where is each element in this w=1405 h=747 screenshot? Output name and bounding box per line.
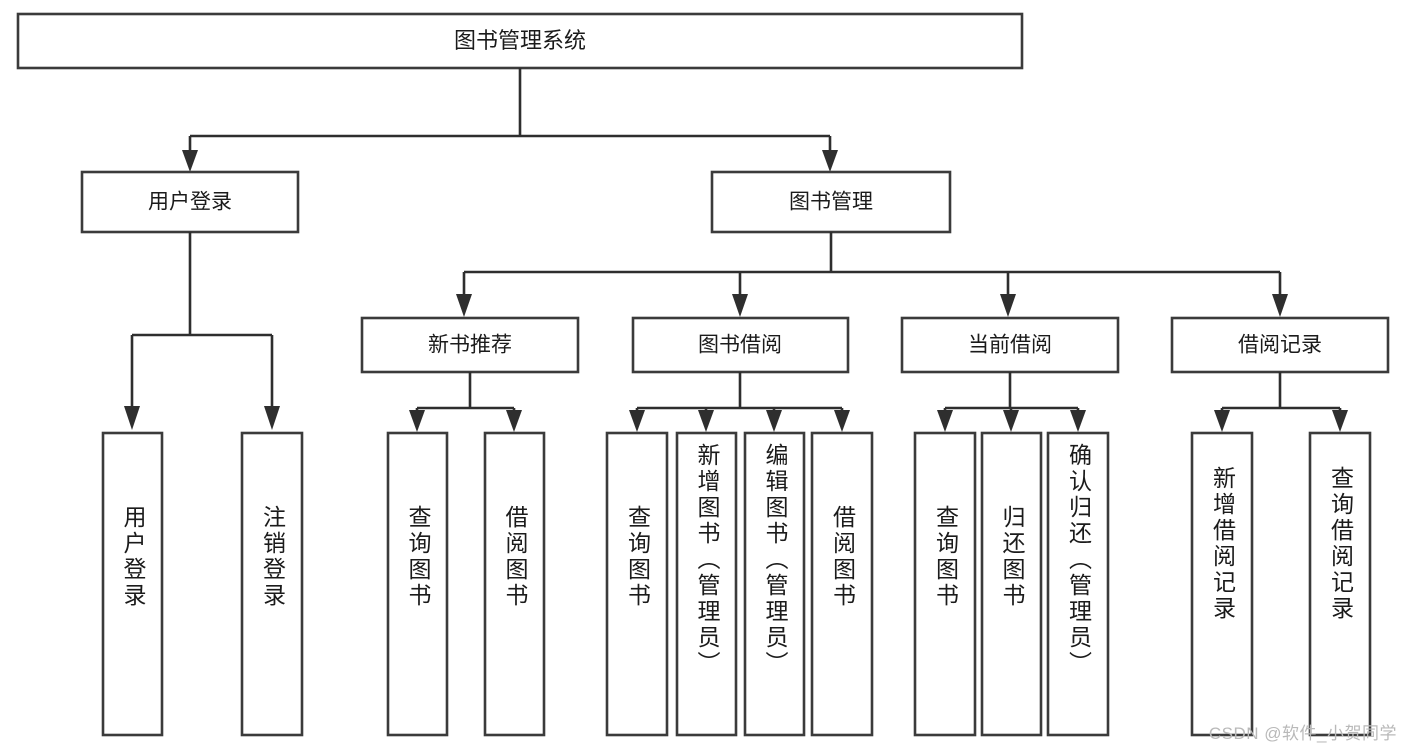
node-current-borrow[interactable]: 当前借阅 <box>900 316 1120 374</box>
connector-current-borrow-to-leaves <box>937 372 1086 432</box>
leaf-box-cb-query-book[interactable] <box>913 431 977 737</box>
leaf-box-cb-confirm-return[interactable] <box>1046 431 1110 737</box>
arrowhead-book-borrow <box>732 294 748 317</box>
node-book-manage[interactable]: 图书管理 <box>710 170 952 234</box>
connector-root-to-level2 <box>182 68 838 172</box>
connector-borrow-record-to-leaves <box>1214 372 1348 432</box>
node-current-borrow-box[interactable] <box>900 316 1120 374</box>
leaf-box-cb-return-book[interactable] <box>980 431 1043 737</box>
connector-book-borrow-to-leaves <box>629 372 850 432</box>
node-user-login[interactable]: 用户登录 <box>80 170 300 234</box>
node-new-book-recommend-label: 新书推荐 <box>428 334 512 357</box>
node-borrow-record-box[interactable] <box>1170 316 1390 374</box>
arrowhead-nb-leaf2 <box>506 410 522 432</box>
arrowhead-user-login <box>182 150 198 172</box>
leaf-box-bb-edit-book[interactable] <box>743 431 806 737</box>
leaf-box-bb-query-book[interactable] <box>605 431 669 737</box>
arrowhead-bb-leaf1 <box>629 410 645 432</box>
node-root-box[interactable] <box>16 12 1024 70</box>
connector-user-login-to-leaves <box>124 232 280 430</box>
arrowhead-cb-leaf1 <box>937 410 953 432</box>
node-new-book-recommend-box[interactable] <box>360 316 580 374</box>
arrowhead-leaf-user-login <box>124 406 140 430</box>
node-current-borrow-label: 当前借阅 <box>968 334 1052 357</box>
arrowhead-br-leaf1 <box>1214 410 1230 432</box>
arrowhead-bb-leaf2 <box>698 410 714 432</box>
leaf-box-br-query-record[interactable] <box>1308 431 1372 737</box>
node-root-label: 图书管理系统 <box>454 28 586 53</box>
arrowhead-leaf-logout <box>264 406 280 430</box>
leaf-box-bb-add-book[interactable] <box>675 431 738 737</box>
connector-book-manage-to-level3 <box>456 232 1288 317</box>
leaf-box-br-add-record[interactable] <box>1190 431 1254 737</box>
arrowhead-borrow-record <box>1272 294 1288 317</box>
node-book-manage-box[interactable] <box>710 170 952 234</box>
node-new-book-recommend[interactable]: 新书推荐 <box>360 316 580 374</box>
node-root[interactable]: 图书管理系统 <box>16 12 1024 70</box>
node-borrow-record-label: 借阅记录 <box>1238 334 1322 357</box>
leaf-box-user-login[interactable] <box>101 431 164 737</box>
node-borrow-record[interactable]: 借阅记录 <box>1170 316 1390 374</box>
node-book-borrow-label: 图书借阅 <box>698 334 782 357</box>
node-book-borrow[interactable]: 图书借阅 <box>631 316 850 374</box>
arrowhead-br-leaf2 <box>1332 410 1348 432</box>
arrowhead-new-book <box>456 294 472 317</box>
arrowhead-nb-leaf1 <box>409 410 425 432</box>
arrowhead-book-manage <box>822 150 838 172</box>
arrowhead-cb-leaf3 <box>1070 410 1086 432</box>
arrowhead-cb-leaf2 <box>1003 410 1019 432</box>
leaf-box-nb-query-book[interactable] <box>386 431 449 737</box>
leaf-box-bb-borrow-book[interactable] <box>810 431 874 737</box>
leaf-box-nb-borrow-book[interactable] <box>483 431 546 737</box>
arrowhead-current-borrow <box>1000 294 1016 317</box>
arrowhead-bb-leaf4 <box>834 410 850 432</box>
leaf-box-logout[interactable] <box>240 431 304 737</box>
node-book-manage-label: 图书管理 <box>789 191 873 214</box>
watermark-text: CSDN @软件_小贺同学 <box>1208 724 1397 743</box>
node-book-borrow-box[interactable] <box>631 316 850 374</box>
connector-new-book-to-leaves <box>409 372 522 432</box>
node-user-login-label: 用户登录 <box>148 191 232 214</box>
arrowhead-bb-leaf3 <box>766 410 782 432</box>
